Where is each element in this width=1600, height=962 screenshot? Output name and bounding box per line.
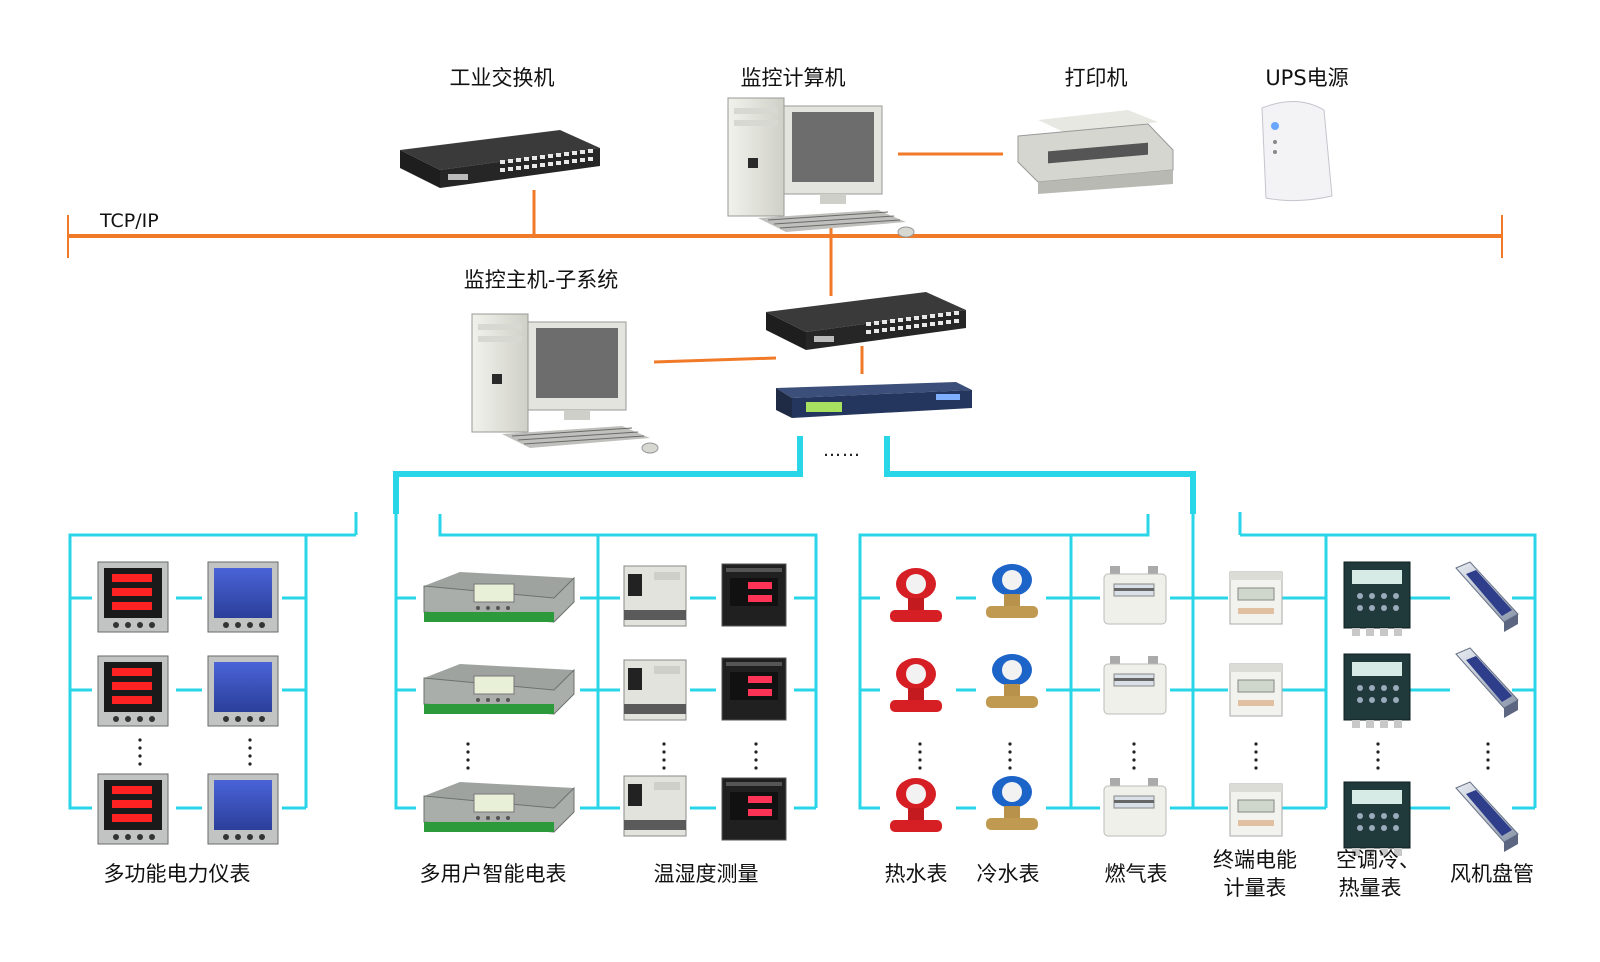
power-meter-label: 多功能电力仪表: [103, 862, 251, 886]
subsystem-host-label: 监控主机-子系统: [463, 268, 619, 292]
tcp-ip-bus: [67, 152, 1503, 374]
temp-humidity-label: 温湿度测量: [653, 862, 759, 886]
terminal-energy-label-line2: 计量表: [1223, 876, 1287, 900]
fan-coil-column: [1455, 561, 1519, 853]
multi-user-meter-label: 多用户智能电表: [419, 862, 567, 886]
subsystem-ellipsis: ……: [823, 440, 861, 461]
temp-humidity-column: [623, 563, 787, 841]
subsystem-host-icon: [471, 313, 659, 454]
vertical-ellipsis-markers: [138, 738, 1490, 770]
hot-water-label: 热水表: [884, 862, 948, 886]
multi-user-meter-column: [423, 571, 575, 833]
monitor-computer-icon: [727, 97, 915, 238]
serial-server-icon: [776, 382, 972, 418]
ac-heat-label-line2: 热量表: [1338, 876, 1402, 900]
cold-water-label: 冷水表: [976, 862, 1040, 886]
cold-water-meter-column: [986, 564, 1038, 830]
ups-label: UPS电源: [1265, 66, 1349, 90]
ac-heat-meter-column: [1343, 561, 1411, 857]
industrial-switch-icon: [400, 130, 600, 188]
monitor-computer-label: 监控计算机: [740, 66, 846, 90]
fan-coil-label: 风机盘管: [1450, 862, 1534, 886]
subsystem-switch-icon: [766, 292, 966, 350]
printer-icon: [1017, 109, 1174, 195]
ac-heat-label-line1: 空调冷、: [1336, 848, 1420, 872]
terminal-energy-meter-column: [1229, 571, 1283, 837]
terminal-energy-label-line1: 终端电能: [1213, 848, 1297, 872]
ups-icon: [1261, 100, 1333, 202]
gas-meter-column: [1103, 565, 1167, 837]
field-network: [68, 436, 1537, 810]
printer-label: 打印机: [1064, 66, 1128, 90]
power-meter-column: [97, 561, 279, 845]
industrial-switch-label: 工业交换机: [449, 66, 555, 90]
gas-meter-label: 燃气表: [1104, 862, 1168, 886]
tcp-ip-label: TCP/IP: [100, 210, 159, 232]
hot-water-meter-column: [890, 568, 942, 832]
